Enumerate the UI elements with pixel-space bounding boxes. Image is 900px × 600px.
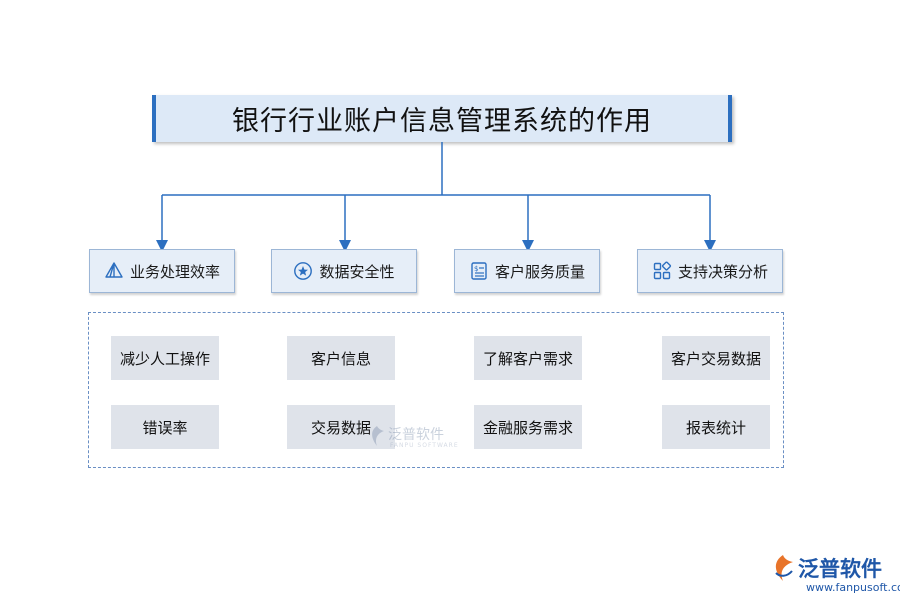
svg-text:$: $ <box>474 265 478 273</box>
category-label: 业务处理效率 <box>129 262 220 281</box>
star-badge-icon <box>293 261 313 281</box>
brand-logo: 泛普软件 www.fanpusoft.com <box>770 553 900 598</box>
sub-item: 客户交易数据 <box>662 336 770 380</box>
sub-item: 减少人工操作 <box>111 336 219 380</box>
category-label: 数据安全性 <box>319 262 395 281</box>
category-box-service: $ 客户服务质量 <box>454 249 600 293</box>
sub-item: 了解客户需求 <box>474 336 582 380</box>
sub-item: 交易数据 <box>287 405 395 449</box>
sub-items-group <box>88 312 784 468</box>
sub-item: 错误率 <box>111 405 219 449</box>
category-label: 支持决策分析 <box>677 262 768 281</box>
watermark-text: 泛普软件 <box>388 427 444 443</box>
sub-item: 报表统计 <box>662 405 770 449</box>
category-box-decision: 支持决策分析 <box>637 249 783 293</box>
brand-url: www.fanpusoft.com <box>806 581 900 594</box>
document-dollar-icon: $ <box>469 261 489 281</box>
brand-logo-icon <box>775 555 793 581</box>
diagram-title: 银行行业账户信息管理系统的作用 <box>152 95 732 142</box>
grid-apps-icon <box>652 261 672 281</box>
sub-item: 金融服务需求 <box>474 405 582 449</box>
pyramid-icon <box>104 261 124 281</box>
watermark-subtext: FANPU SOFTWARE <box>390 442 459 449</box>
sub-item: 客户信息 <box>287 336 395 380</box>
category-box-efficiency: 业务处理效率 <box>89 249 235 293</box>
category-label: 客户服务质量 <box>494 262 585 281</box>
watermark: 泛普软件 FANPU SOFTWARE <box>368 422 478 452</box>
watermark-logo-icon <box>372 426 384 446</box>
category-box-security: 数据安全性 <box>271 249 417 293</box>
brand-name: 泛普软件 <box>798 557 882 581</box>
